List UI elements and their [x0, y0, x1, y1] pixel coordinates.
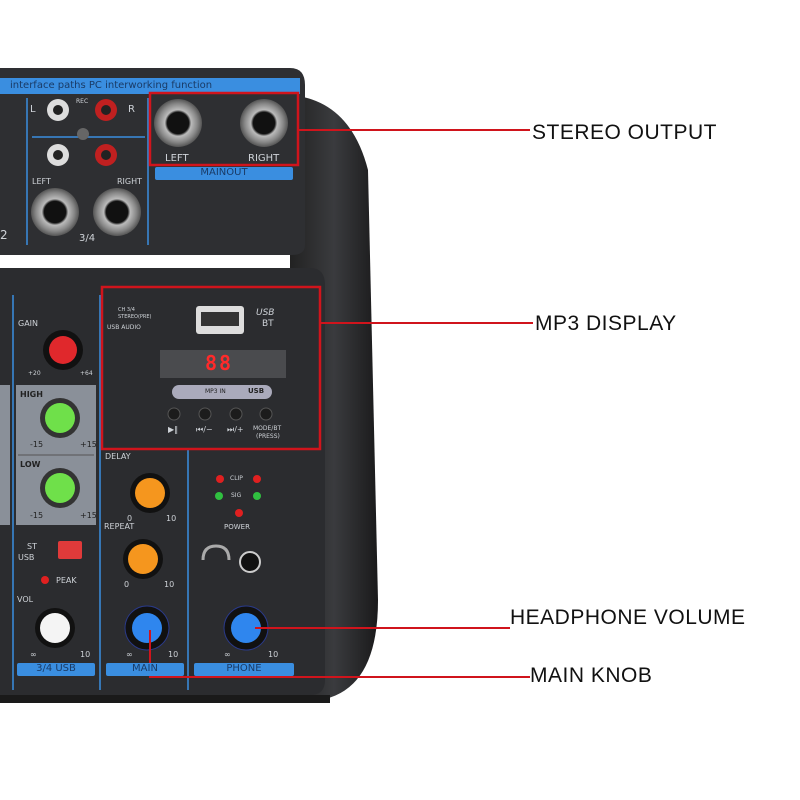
mp3-display-highlight: [100, 285, 322, 451]
power-led: [235, 509, 243, 517]
high-min: -15: [30, 440, 44, 449]
mp3-usb-label: USB: [248, 387, 265, 395]
main-strip: MAIN: [106, 663, 184, 676]
display-digits: 88: [205, 351, 234, 375]
repeat-max: 10: [164, 580, 175, 589]
clip-led-left: [216, 475, 224, 483]
gain-label: GAIN: [18, 319, 39, 328]
low-max: +15: [80, 511, 97, 520]
low-min: -15: [30, 511, 44, 520]
peak-led: [41, 576, 49, 584]
high-eq-knob: [45, 403, 75, 433]
phone-volume-knob: [231, 613, 261, 643]
jack-right: [93, 188, 141, 236]
vol-min: ∞: [30, 650, 37, 659]
main-knob-leader: [149, 630, 530, 678]
usb-audio-ch: CH 3/4: [118, 307, 135, 313]
label-2: 2: [0, 228, 8, 242]
delay-knob: [135, 478, 165, 508]
sig-led-left: [215, 492, 223, 500]
sig-led-right: [253, 492, 261, 500]
usb-audio-label: USB AUDIO: [107, 324, 141, 331]
main-max: 10: [168, 650, 179, 659]
clip-led-right: [253, 475, 261, 483]
label-3-4: 3/4: [79, 233, 96, 244]
gain-knob: [49, 336, 77, 364]
screw: [77, 128, 89, 140]
peak-label: PEAK: [56, 576, 77, 585]
callout-stereo-output: STEREO OUTPUT: [532, 121, 718, 144]
low-label: LOW: [20, 460, 41, 469]
prev-label: ⏮/−: [196, 425, 213, 434]
delay-min: 0: [127, 514, 133, 523]
press-label: (PRESS): [256, 433, 280, 440]
mp3-in-badge: [172, 385, 272, 399]
usb-audio-stereo: STEREO(PRE): [118, 314, 152, 320]
mp3-in-label: MP3 IN: [205, 388, 226, 395]
callout-headphone-volume: HEADPHONE VOLUME: [510, 606, 746, 629]
phone-max: 10: [268, 650, 279, 659]
delay-max: 10: [166, 514, 177, 523]
next-button: [229, 407, 243, 421]
mode-bt-button: [259, 407, 273, 421]
phone-min: ∞: [224, 650, 231, 659]
sig-label: SIG: [231, 492, 242, 499]
headphone-jack: [239, 551, 261, 573]
usb-select-label: USB: [18, 553, 35, 562]
main-out-right-jack: [240, 99, 288, 147]
delay-label: DELAY: [105, 452, 131, 461]
st-usb-switch: [58, 541, 82, 559]
callout-mp3-display: MP3 DISPLAY: [535, 312, 677, 335]
label-left: LEFT: [32, 177, 51, 186]
play-pause-label: ▶‖: [168, 425, 179, 434]
high-max: +15: [80, 440, 97, 449]
vol-max: 10: [80, 650, 91, 659]
vol-label: VOL: [17, 595, 34, 604]
power-label: POWER: [224, 523, 250, 531]
bt-label: BT: [262, 319, 274, 329]
main-out-left-label: LEFT: [165, 153, 189, 164]
st-label: ST: [27, 542, 37, 551]
label-rec: REC: [76, 98, 89, 105]
callout-main-knob: MAIN KNOB: [530, 664, 653, 687]
repeat-label: REPEAT: [104, 522, 135, 531]
led-display: [160, 350, 286, 378]
jack-left: [31, 188, 79, 236]
main-out-right-label: RIGHT: [248, 153, 280, 164]
phone-strip: PHONE: [194, 663, 294, 676]
clip-label: CLIP: [230, 475, 243, 482]
prev-button: [198, 407, 212, 421]
main-min: ∞: [126, 650, 133, 659]
top-banner: interface paths PC interworking function: [10, 80, 213, 91]
headphone-icon: [201, 544, 231, 561]
main-volume-knob: [132, 613, 162, 643]
label-right: RIGHT: [117, 177, 143, 186]
high-label: HIGH: [20, 390, 43, 399]
play-pause-button: [167, 407, 181, 421]
main-out-left-jack: [154, 99, 202, 147]
gain-min: +20: [28, 370, 41, 377]
next-label: ⏭/+: [227, 425, 244, 434]
usb-label: USB: [256, 308, 275, 318]
ch34-usb-strip: 3/4 USB: [17, 663, 95, 676]
mode-bt-label: MODE/BT: [253, 425, 282, 432]
repeat-knob: [128, 544, 158, 574]
low-eq-knob: [45, 473, 75, 503]
vol-knob: [40, 613, 70, 643]
main-out-strip: MAINOUT: [155, 167, 293, 180]
top-banner-strip: [0, 78, 300, 94]
label-l: L: [30, 104, 36, 115]
gain-max: +64: [80, 370, 93, 377]
label-r: R: [128, 104, 135, 115]
repeat-min: 0: [124, 580, 130, 589]
